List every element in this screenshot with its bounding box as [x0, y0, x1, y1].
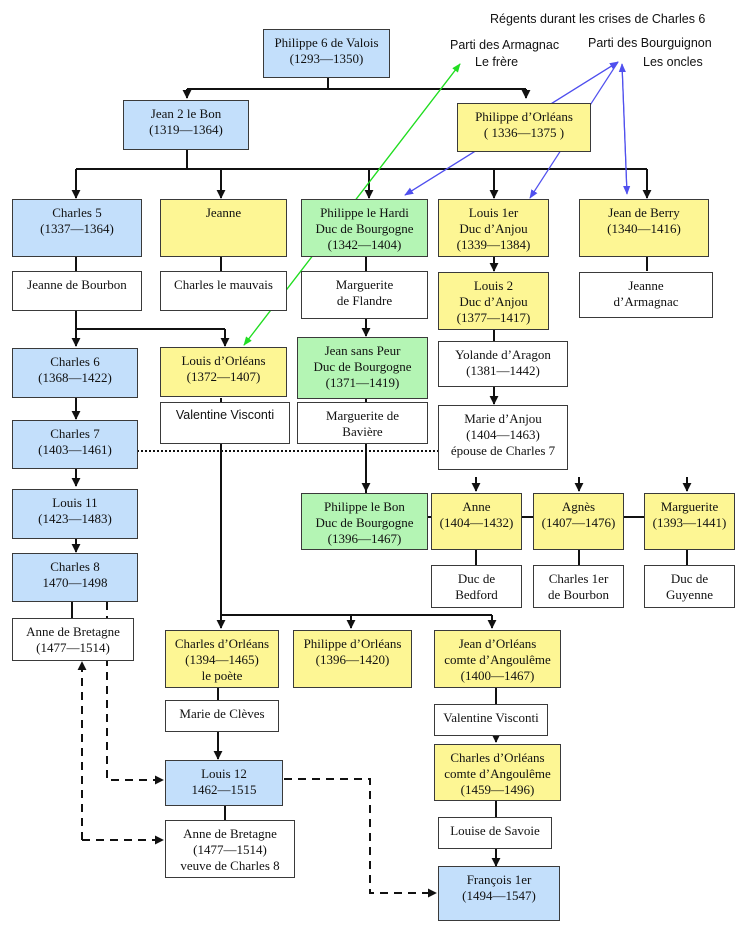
person-philippe-d-orleans-1396[interactable]: Philippe d’Orléans (1396—1420) [293, 630, 412, 688]
person-marie-d-anjou[interactable]: Marie d’Anjou (1404—1463) épouse de Char… [438, 405, 568, 470]
oncles-label: Les oncles [643, 55, 703, 69]
link [76, 150, 647, 170]
person-agnes[interactable]: Agnès (1407—1476) [533, 493, 624, 550]
person-marguerite-de-flandre[interactable]: Marguerite de Flandre [301, 271, 428, 319]
person-louis-11[interactable]: Louis 11 (1423—1483) [12, 489, 138, 539]
person-charles-d-angouleme[interactable]: Charles d’Orléans comte d’Angoulême (145… [434, 744, 561, 801]
person-marie-de-cleves[interactable]: Marie de Clèves [165, 700, 279, 732]
person-charles-d-orleans-poete[interactable]: Charles d’Orléans (1394—1465) le poète [165, 630, 279, 688]
link [220, 443, 492, 616]
person-louis-d-orleans[interactable]: Louis d’Orléans (1372—1407) [160, 347, 287, 397]
person-louise-de-savoie[interactable]: Louise de Savoie [438, 817, 552, 849]
frere-label: Le frère [475, 55, 519, 69]
person-louis-12[interactable]: Louis 12 1462—1515 [165, 760, 283, 806]
person-jeanne[interactable]: Jeanne [160, 199, 287, 257]
person-yolande-d-aragon[interactable]: Yolande d’Aragon (1381—1442) [438, 341, 568, 387]
link [75, 310, 225, 330]
link [106, 602, 164, 785]
person-jeanne-d-armagnac[interactable]: Jeanne d’Armagnac [579, 272, 713, 318]
person-jeanne-de-bourbon[interactable]: Jeanne de Bourbon [12, 271, 142, 311]
person-duc-de-guyenne[interactable]: Duc de Guyenne [644, 565, 735, 608]
link [75, 256, 648, 271]
person-jean-d-angouleme[interactable]: Jean d’Orléans comte d’Angoulême (1400—1… [434, 630, 561, 688]
person-philippe-6[interactable]: Philippe 6 de Valois (1293—1350) [263, 29, 390, 78]
person-charles-1-bourbon[interactable]: Charles 1er de Bourbon [533, 565, 624, 608]
person-duc-de-bedford[interactable]: Duc de Bedford [431, 565, 522, 608]
person-jean-sans-peur[interactable]: Jean sans Peur Duc de Bourgogne (1371—14… [297, 337, 428, 399]
person-philippe-orleans-1336[interactable]: Philippe d’Orléans ( 1336—1375 ) [457, 103, 591, 152]
person-charles-7[interactable]: Charles 7 (1403—1461) [12, 420, 138, 469]
person-anne[interactable]: Anne (1404—1432) [431, 493, 522, 550]
link [475, 550, 688, 565]
person-charles-le-mauvais[interactable]: Charles le mauvais [160, 271, 287, 311]
bourguignon-label: Parti des Bourguignon [588, 36, 712, 50]
person-francois-1[interactable]: François 1er (1494—1547) [438, 866, 560, 921]
dashed-connectors [77, 602, 437, 898]
person-jean-2[interactable]: Jean 2 le Bon (1319—1364) [123, 100, 249, 150]
bourguignon-arrow-up [618, 63, 628, 195]
person-louis-2-anjou[interactable]: Louis 2 Duc d’Anjou (1377—1417) [438, 272, 549, 330]
person-philippe-le-bon[interactable]: Philippe le Bon Duc de Bourgogne (1396—1… [301, 493, 428, 550]
regents-title: Régents durant les crises de Charles 6 [490, 12, 706, 26]
person-anne-de-bretagne-1[interactable]: Anne de Bretagne (1477—1514) [12, 618, 134, 661]
person-charles-6[interactable]: Charles 6 (1368—1422) [12, 348, 138, 398]
link [187, 78, 526, 90]
armagnac-label: Parti des Armagnac [450, 38, 560, 52]
link [284, 778, 437, 898]
person-marguerite-de-baviere[interactable]: Marguerite de Bavière [297, 402, 428, 444]
person-anne-de-bretagne-2[interactable]: Anne de Bretagne (1477—1514) veuve de Ch… [165, 820, 295, 878]
person-valentine-visconti-1[interactable]: Valentine Visconti [160, 402, 290, 444]
person-charles-8[interactable]: Charles 8 1470—1498 [12, 553, 138, 602]
person-valentine-visconti-2[interactable]: Valentine Visconti [434, 704, 548, 736]
person-charles-5[interactable]: Charles 5 (1337—1364) [12, 199, 142, 257]
person-louis-1-anjou[interactable]: Louis 1er Duc d’Anjou (1339—1384) [438, 199, 549, 257]
person-jean-de-berry[interactable]: Jean de Berry (1340—1416) [579, 199, 709, 257]
person-marguerite-1393[interactable]: Marguerite (1393—1441) [644, 493, 735, 550]
person-philippe-le-hardi[interactable]: Philippe le Hardi Duc de Bourgogne (1342… [301, 199, 428, 257]
solid-connectors [71, 78, 692, 867]
